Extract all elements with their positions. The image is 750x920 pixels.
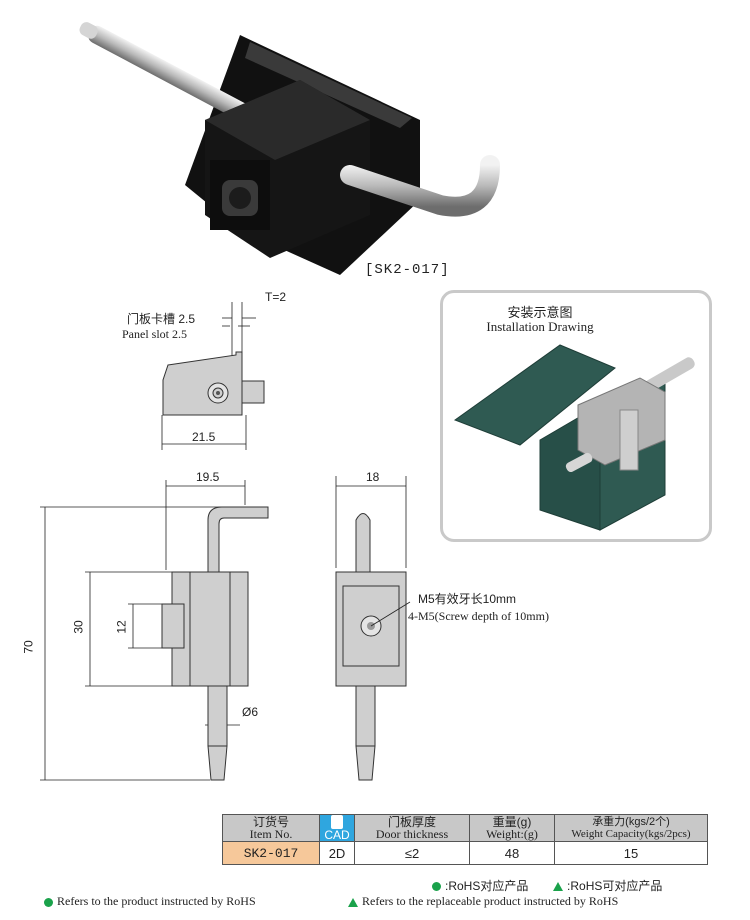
capacity-cell: 15 [554, 841, 708, 865]
spec-table-header: 订货号 Item No. CAD 门板厚度 Door thickness 重量(… [222, 814, 708, 842]
thickness-cell: ≤2 [354, 841, 470, 865]
header-capacity-cn: 承重力(kgs/2个) [592, 816, 670, 828]
rohs-legend-dot-text: :RoHS对应产品 [445, 879, 529, 893]
front-view-drawing [40, 480, 269, 781]
rohs-note-dot-text: Refers to the product instructed by RoHS [57, 894, 256, 908]
header-capacity-en: Weight Capacity(kgs/2pcs) [571, 828, 691, 840]
rohs-note-tri: Refers to the replaceable product instru… [348, 894, 618, 909]
screw-note-en: 4-M5(Screw depth of 10mm) [408, 609, 549, 623]
rohs-note-tri-text: Refers to the replaceable product instru… [362, 894, 619, 908]
t-dimension-label: T=2 [265, 290, 287, 304]
screw-note-cn: M5有效牙长10mm [418, 592, 517, 606]
rohs-legend-tri-text: :RoHS可对应产品 [567, 879, 663, 893]
header-capacity: 承重力(kgs/2个) Weight Capacity(kgs/2pcs) [554, 814, 708, 842]
front-inner-label: 12 [114, 620, 129, 634]
side-view-drawing [335, 476, 411, 781]
side-width-label: 18 [366, 470, 380, 484]
rohs-note-dot-icon [44, 897, 53, 907]
header-weight: 重量(g) Weight:(g) [469, 814, 555, 842]
panel-slot-label-cn: 门板卡槽 2.5 [127, 312, 196, 326]
installation-title-cn: 安装示意图 [507, 305, 573, 320]
rohs-triangle-icon [553, 882, 564, 892]
header-item-no: 订货号 Item No. [222, 814, 320, 842]
weight-cell: 48 [469, 841, 555, 865]
top-width-label: 21.5 [192, 430, 216, 444]
header-item-no-en: Item No. [249, 827, 293, 841]
front-width-label: 19.5 [196, 470, 220, 484]
product-photo [79, 22, 500, 275]
rohs-legend: :RoHS对应产品 :RoHS可对应产品 [432, 877, 662, 894]
header-thickness: 门板厚度 Door thickness [354, 814, 470, 842]
rohs-note-dot: Refers to the product instructed by RoHS [44, 894, 256, 909]
spec-table: 订货号 Item No. CAD 门板厚度 Door thickness 重量(… [222, 814, 708, 865]
header-thickness-en: Door thickness [375, 827, 449, 841]
model-tag: [SK2-017] [365, 262, 450, 278]
rohs-note-tri-icon [348, 897, 358, 907]
top-view-drawing [161, 302, 265, 450]
installation-drawing [453, 344, 695, 531]
cad-cell[interactable]: 2D [319, 841, 355, 865]
header-weight-cn: 重量(g) [492, 815, 532, 829]
spec-table-row: SK2-017 2D ≤2 48 15 [222, 841, 708, 865]
installation-title-en: Installation Drawing [486, 319, 594, 334]
pin-diameter-label: Ø6 [242, 705, 259, 719]
header-weight-en: Weight:(g) [486, 827, 538, 841]
header-cad-label: CAD [324, 828, 350, 842]
front-body-label: 30 [71, 620, 86, 634]
header-item-no-cn: 订货号 [252, 815, 289, 829]
panel-slot-label-en: Panel slot 2.5 [122, 327, 187, 341]
cad-icon [331, 815, 343, 829]
header-thickness-cn: 门板厚度 [387, 815, 436, 829]
rohs-dot-icon [432, 882, 441, 892]
header-cad: CAD [319, 814, 355, 842]
front-height-label: 70 [21, 640, 36, 654]
item-no-cell: SK2-017 [222, 841, 320, 865]
